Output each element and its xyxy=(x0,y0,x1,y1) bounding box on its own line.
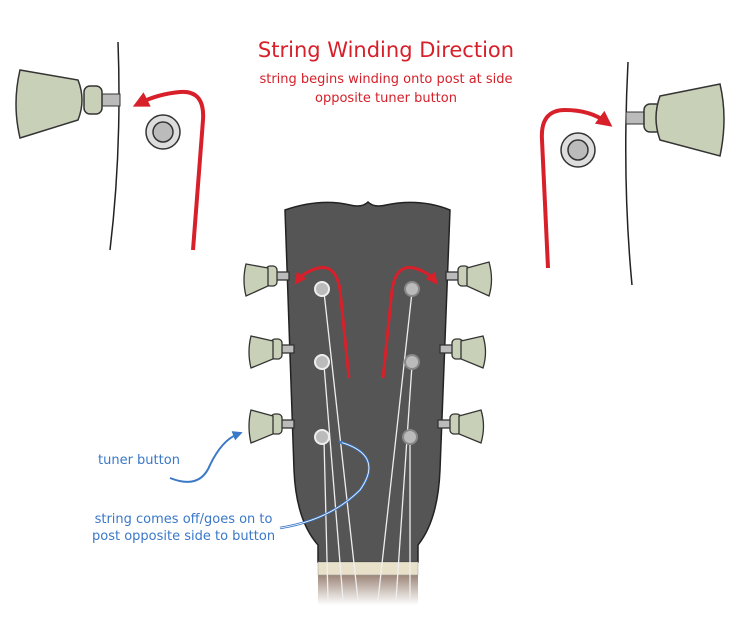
winding-arrow-icon xyxy=(381,265,438,379)
subtitle-line: string begins winding onto post at side xyxy=(259,72,513,87)
tuner-right-2 xyxy=(439,335,487,369)
tuner-left-1 xyxy=(243,263,290,297)
headstock xyxy=(243,200,493,605)
tuner-left-3 xyxy=(248,409,295,444)
tuner-button-icon xyxy=(655,83,725,157)
right-tuner-detail xyxy=(539,61,725,286)
winding-arrow-icon xyxy=(132,89,206,251)
label-line: string comes off/goes on to xyxy=(94,512,273,527)
tuner-left-2 xyxy=(248,335,295,369)
label-line: post opposite side to button xyxy=(92,529,276,544)
strings xyxy=(323,291,413,601)
tuner-right-1 xyxy=(445,261,493,297)
nut xyxy=(317,561,419,576)
left-tuner-detail xyxy=(15,41,206,251)
tuner-button-label: tuner button xyxy=(98,453,180,468)
winding-arrow-icon xyxy=(539,107,613,269)
tuner-button-icon xyxy=(15,69,83,139)
string-posts xyxy=(314,281,420,445)
pointer-arrow-icon xyxy=(169,431,243,483)
winding-arrow-icon xyxy=(294,265,351,379)
string-direction-label: string comes off/goes on to post opposit… xyxy=(92,511,275,545)
subtitle: string begins winding onto post at side … xyxy=(0,70,735,108)
tuner-right-3 xyxy=(437,409,485,444)
page-title: String Winding Direction xyxy=(257,38,515,62)
subtitle-line: opposite tuner button xyxy=(315,91,457,106)
